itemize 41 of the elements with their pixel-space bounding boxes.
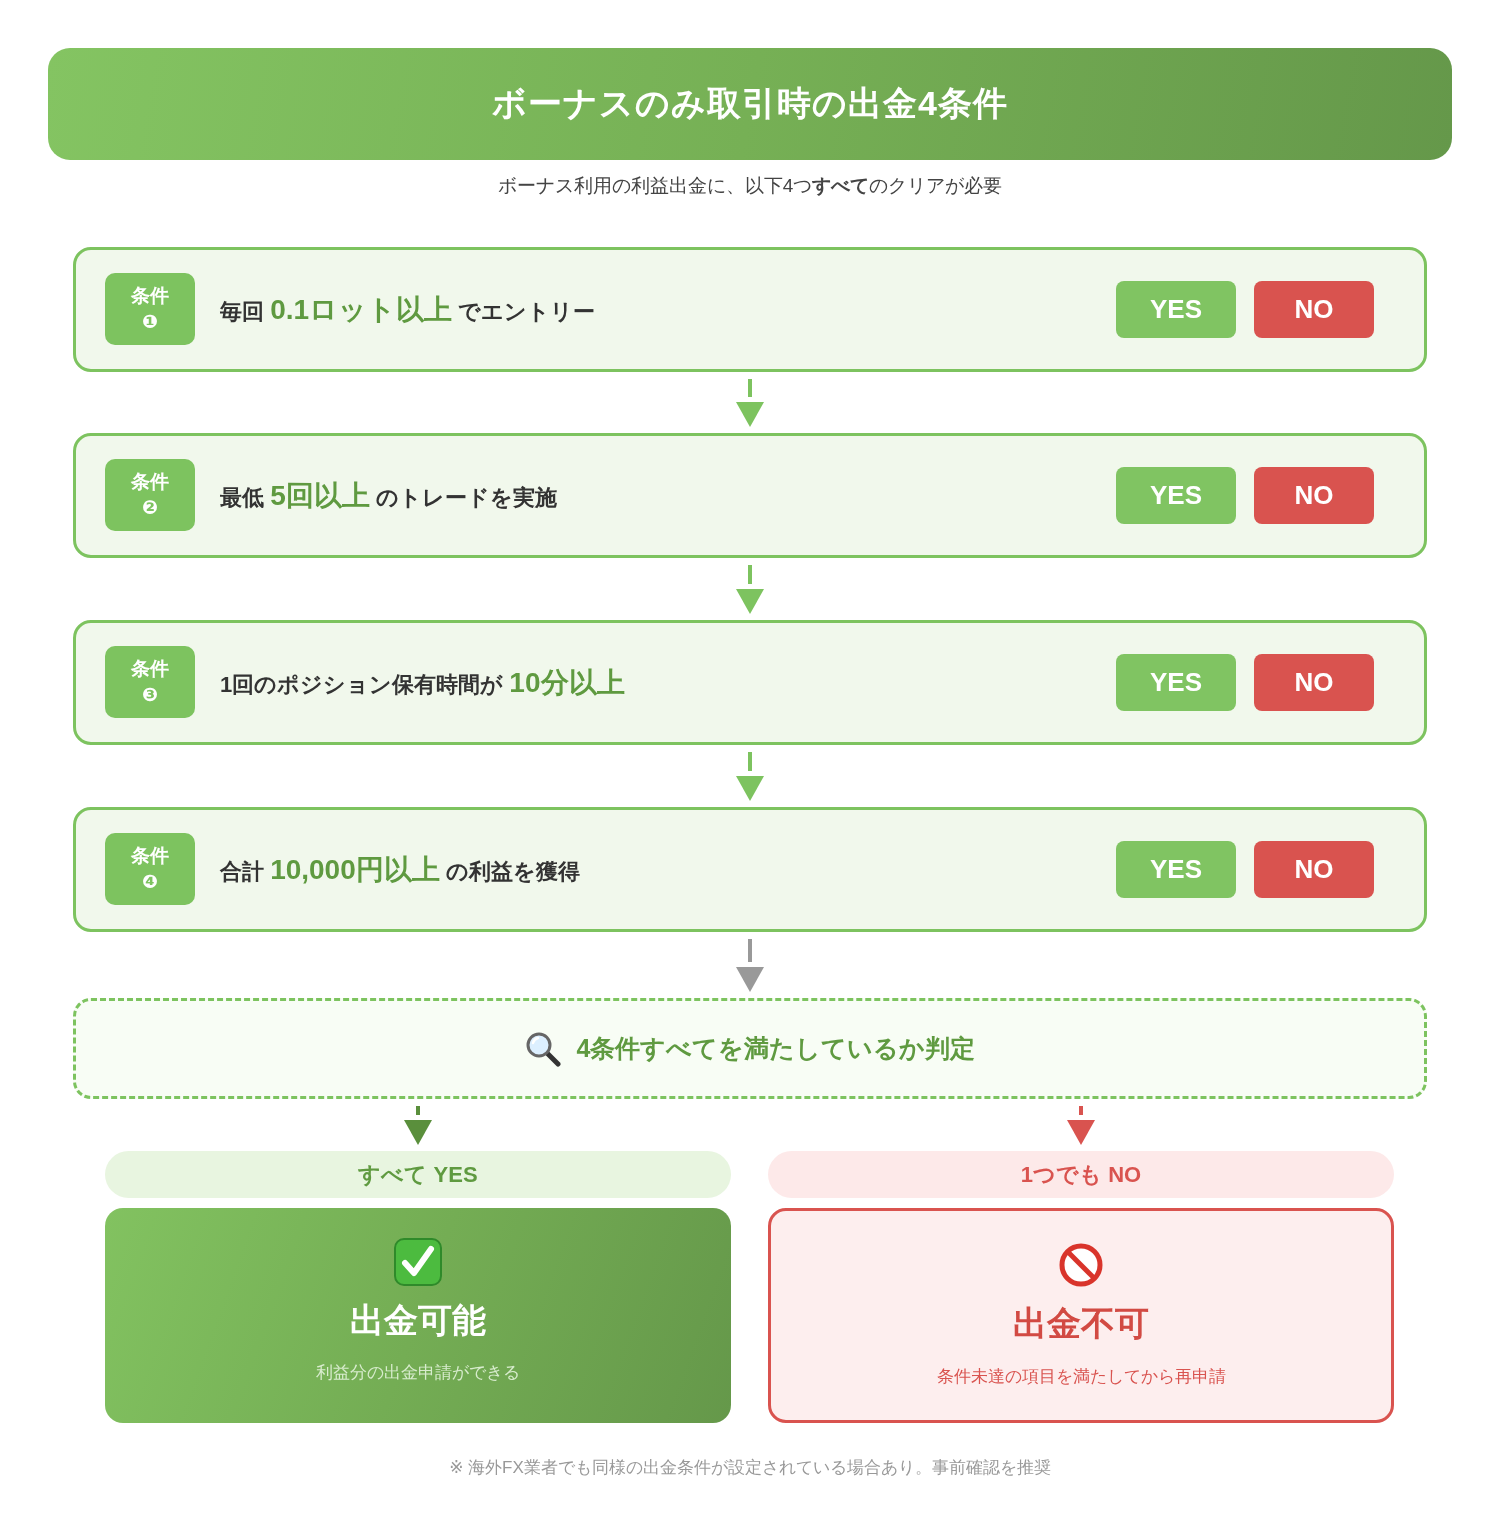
result-pill: すべて YES (105, 1151, 731, 1198)
subtitle: ボーナス利用の利益出金に、以下4つすべてのクリアが必要 (497, 174, 1003, 198)
result-title: 出金可能 (350, 1299, 486, 1341)
condition-text: 毎回 0.1ロット以上 でエントリー (220, 292, 596, 327)
yes-button: YES (1116, 654, 1236, 711)
condition-row (73, 433, 1427, 558)
result-title: 出金不可 (1013, 1302, 1149, 1344)
condition-badge (105, 273, 195, 345)
yes-button: YES (1116, 281, 1236, 338)
condition-badge (105, 646, 195, 718)
badge-label: 条件 (131, 284, 169, 309)
result-pill: 1つでも NO (768, 1151, 1394, 1198)
badge-label: 条件 (131, 844, 169, 869)
condition-row (73, 620, 1427, 745)
condition-badge (105, 833, 195, 905)
yes-button: YES (1116, 841, 1236, 898)
condition-row (73, 807, 1427, 932)
no-button: NO (1254, 841, 1374, 898)
title-banner: ボーナスのみ取引時の出金4条件 (48, 48, 1452, 160)
badge-label: 条件 (131, 657, 169, 682)
no-button: NO (1254, 467, 1374, 524)
footnote: ※ 海外FX業者でも同様の出金条件が設定されている場合あり。事前確認を推奨 (449, 1457, 1051, 1479)
result-note: 利益分の出金申請ができる (316, 1362, 520, 1384)
badge-label: 条件 (131, 470, 169, 495)
badge-number: ❷ (141, 496, 159, 520)
no-button: NO (1254, 281, 1374, 338)
badge-number: ❹ (141, 870, 159, 894)
result-card (768, 1208, 1394, 1423)
yes-button: YES (1116, 467, 1236, 524)
condition-text: 1回のポジション保有時間が 10分以上 (220, 665, 625, 700)
condition-text: 最低 5回以上 のトレードを実施 (220, 478, 557, 513)
no-button: NO (1254, 654, 1374, 711)
judgement-text: 4条件すべてを満たしているか判定 (576, 1033, 976, 1064)
badge-number: ❶ (141, 310, 159, 334)
judgement-box (73, 998, 1427, 1099)
condition-row (73, 247, 1427, 372)
badge-number: ❸ (141, 683, 159, 707)
result-note: 条件未達の項目を満たしてから再申請 (936, 1366, 1226, 1388)
condition-text: 合計 10,000円以上 の利益を獲得 (220, 852, 580, 887)
result-card (105, 1208, 731, 1423)
condition-badge (105, 459, 195, 531)
